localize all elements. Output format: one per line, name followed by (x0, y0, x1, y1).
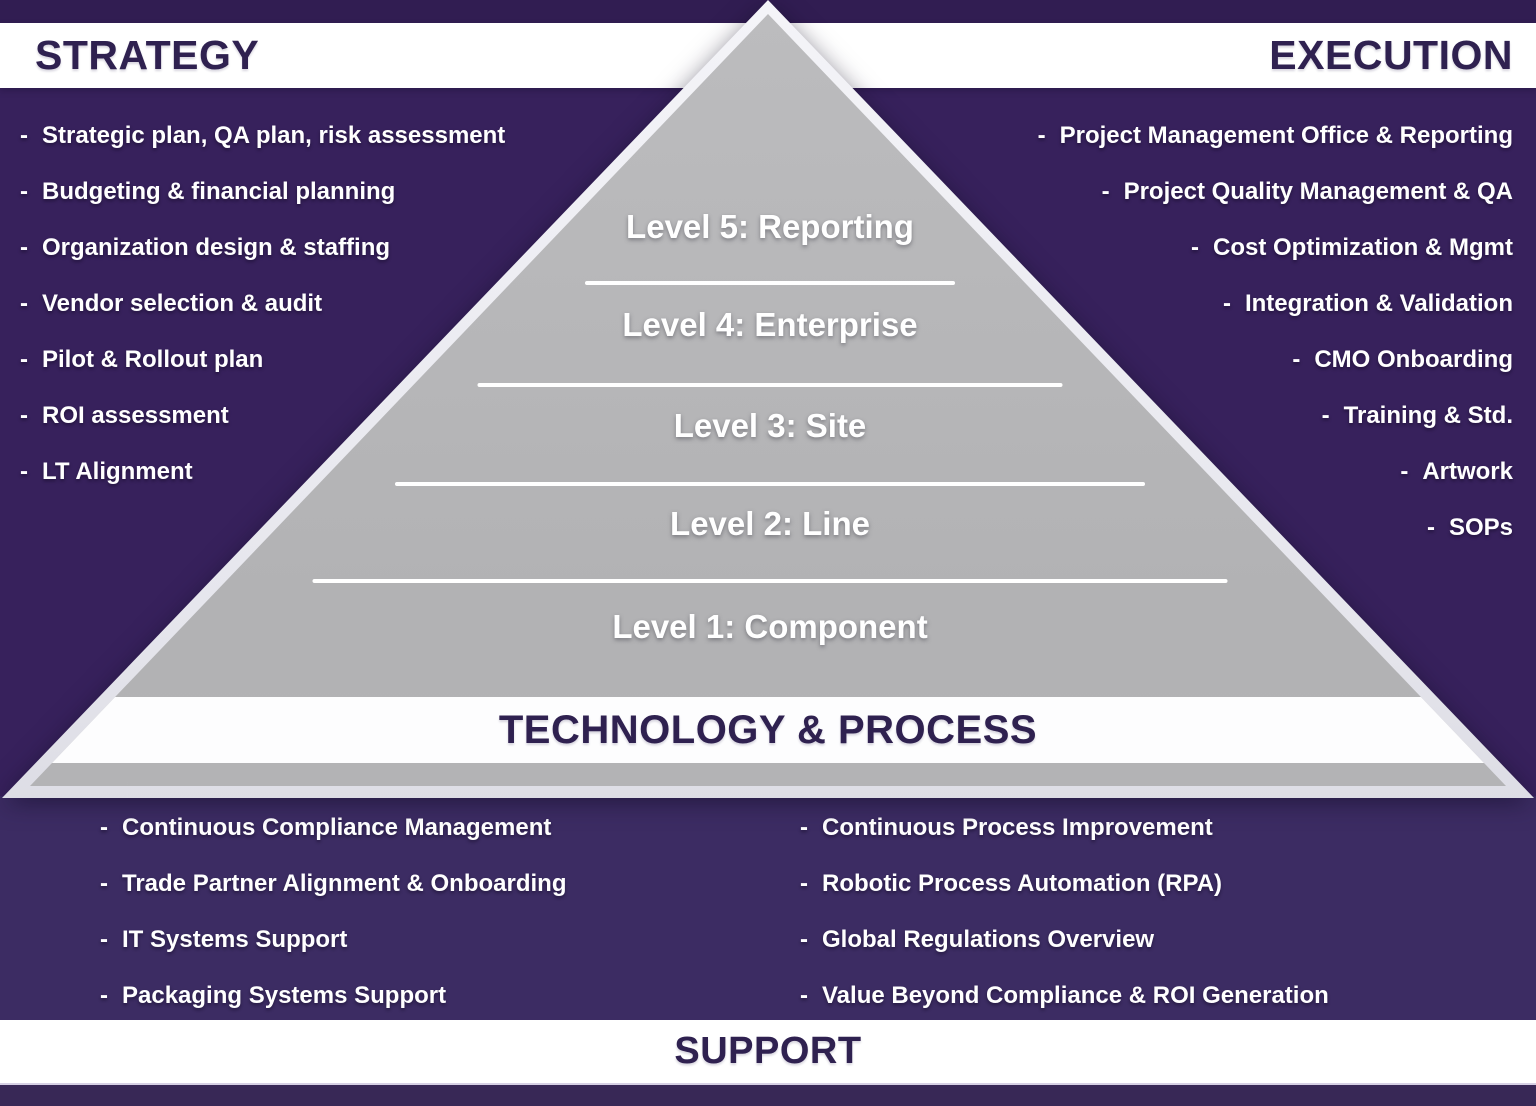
list-item: -Project Management Office & Reporting (1038, 108, 1513, 164)
support-band (0, 1020, 1536, 1083)
list-item-label: Project Management Office & Reporting (1059, 122, 1513, 149)
list-item-label: ROI assessment (42, 402, 229, 429)
list-item: -Integration & Validation (1038, 276, 1513, 332)
dash-bullet: - (800, 926, 808, 953)
list-item: -CMO Onboarding (1038, 332, 1513, 388)
list-item: -Organization design & staffing (20, 220, 505, 276)
dash-bullet: - (1426, 514, 1435, 541)
list-item: -Robotic Process Automation (RPA) (800, 856, 1329, 912)
list-item-label: CMO Onboarding (1314, 346, 1513, 373)
list-item-label: Cost Optimization & Mgmt (1213, 234, 1513, 261)
pyramid-divider (477, 383, 1063, 387)
pyramid-level-2: Level 2: Line (670, 505, 870, 542)
dash-bullet: - (1037, 122, 1046, 149)
list-item-label: Training & Std. (1343, 402, 1513, 429)
list-item: -ROI assessment (20, 388, 505, 444)
list-item: -LT Alignment (20, 444, 505, 500)
dash-bullet: - (100, 926, 108, 953)
list-item-label: Strategic plan, QA plan, risk assessment (42, 122, 506, 149)
list-item-label: Budgeting & financial planning (42, 178, 396, 205)
list-item-label: Vendor selection & audit (42, 290, 323, 317)
list-item: -Packaging Systems Support (100, 968, 567, 1024)
dash-bullet: - (20, 402, 28, 429)
list-item-label: Project Quality Management & QA (1123, 178, 1513, 205)
list-item-label: Continuous Process Improvement (822, 814, 1213, 841)
dash-bullet: - (800, 870, 808, 897)
dash-bullet: - (1101, 178, 1110, 205)
list-item: -Continuous Compliance Management (100, 800, 567, 856)
list-item: -Value Beyond Compliance & ROI Generatio… (800, 968, 1329, 1024)
dash-bullet: - (100, 814, 108, 841)
technology-right-list: -Continuous Process Improvement -Robotic… (800, 800, 1329, 1024)
technology-panel (0, 796, 1536, 1020)
dash-bullet: - (20, 458, 28, 485)
strategy-list: -Strategic plan, QA plan, risk assessmen… (20, 108, 505, 500)
pyramid-level-5: Level 5: Reporting (626, 208, 914, 245)
dash-bullet: - (800, 982, 808, 1009)
dash-bullet: - (20, 346, 28, 373)
technology-process-heading: TECHNOLOGY & PROCESS (498, 707, 1038, 752)
list-item: -Project Quality Management & QA (1038, 164, 1513, 220)
dash-bullet: - (100, 982, 108, 1009)
list-item: -Cost Optimization & Mgmt (1038, 220, 1513, 276)
dash-bullet: - (800, 814, 808, 841)
list-item-label: IT Systems Support (122, 926, 348, 953)
list-item: -Training & Std. (1038, 388, 1513, 444)
dash-bullet: - (20, 122, 28, 149)
support-heading: SUPPORT (674, 1030, 862, 1072)
dash-bullet: - (1321, 402, 1330, 429)
list-item-label: Artwork (1422, 458, 1513, 485)
list-item-label: Trade Partner Alignment & Onboarding (122, 870, 567, 897)
list-item: -Continuous Process Improvement (800, 800, 1329, 856)
dash-bullet: - (20, 290, 28, 317)
top-edge-strip (0, 0, 1536, 23)
dash-bullet: - (20, 178, 28, 205)
list-item: -Budgeting & financial planning (20, 164, 505, 220)
list-item: -SOPs (1038, 500, 1513, 556)
pyramid-divider (312, 579, 1228, 583)
technology-process-band (30, 697, 1506, 763)
list-item: -Vendor selection & audit (20, 276, 505, 332)
pyramid-level-3: Level 3: Site (673, 407, 867, 444)
dash-bullet: - (100, 870, 108, 897)
list-item-label: Continuous Compliance Management (122, 814, 552, 841)
list-item: -Artwork (1038, 444, 1513, 500)
list-item-label: Integration & Validation (1244, 290, 1513, 317)
dash-bullet: - (1191, 234, 1200, 261)
list-item-label: Robotic Process Automation (RPA) (822, 870, 1223, 897)
list-item-label: LT Alignment (42, 458, 193, 485)
strategy-heading: STRATEGY (35, 32, 260, 78)
dash-bullet: - (1400, 458, 1409, 485)
list-item: -Trade Partner Alignment & Onboarding (100, 856, 567, 912)
list-item: -Strategic plan, QA plan, risk assessmen… (20, 108, 505, 164)
list-item-label: Global Regulations Overview (822, 926, 1155, 953)
list-item-label: Organization design & staffing (42, 234, 391, 261)
list-item: -IT Systems Support (100, 912, 567, 968)
list-item-label: SOPs (1448, 514, 1513, 541)
dash-bullet: - (1222, 290, 1231, 317)
pyramid-level-4: Level 4: Enterprise (622, 306, 918, 343)
pyramid-divider (585, 281, 955, 285)
dash-bullet: - (1292, 346, 1301, 373)
pyramid-level-1: Level 1: Component (612, 608, 928, 645)
execution-list: -Project Management Office & Reporting -… (1038, 108, 1513, 556)
pyramid-divider (395, 482, 1145, 486)
list-item: -Global Regulations Overview (800, 912, 1329, 968)
list-item-label: Value Beyond Compliance & ROI Generation (822, 982, 1329, 1009)
list-item-label: Packaging Systems Support (122, 982, 447, 1009)
list-item-label: Pilot & Rollout plan (42, 346, 264, 373)
technology-left-list: -Continuous Compliance Management -Trade… (100, 800, 567, 1024)
bottom-edge-strip (0, 1083, 1536, 1106)
list-item: -Pilot & Rollout plan (20, 332, 505, 388)
execution-heading: EXECUTION (1269, 32, 1513, 78)
dash-bullet: - (20, 234, 28, 261)
